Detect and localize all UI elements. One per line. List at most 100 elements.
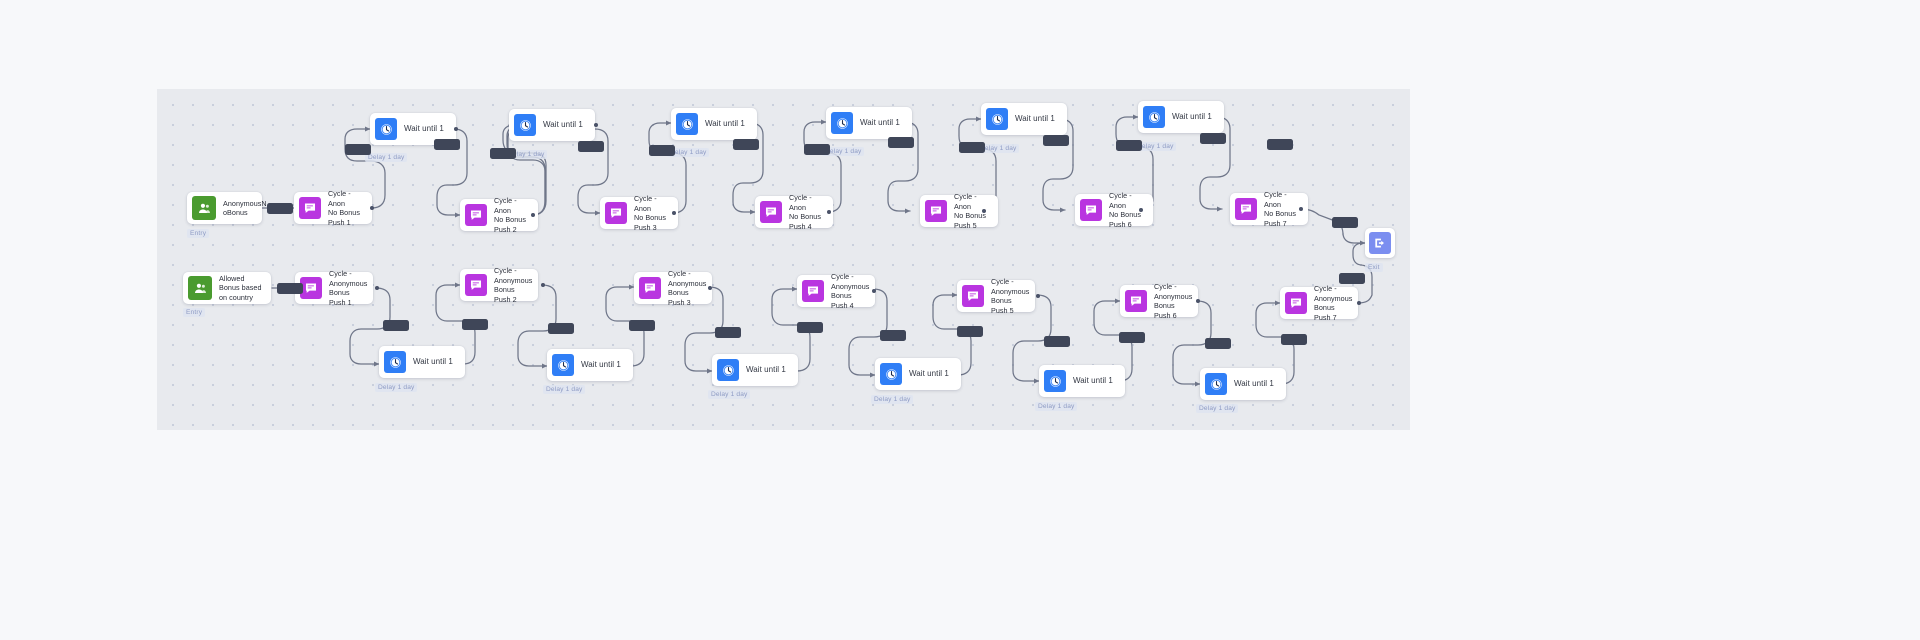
node-wait-top-4[interactable]: Wait until 1 xyxy=(826,107,912,139)
node-port[interactable] xyxy=(1196,299,1200,303)
node-label: Wait until 1 xyxy=(1172,111,1212,121)
edge-chip[interactable] xyxy=(383,320,409,331)
node-wait-bottom-3[interactable]: Wait until 1 xyxy=(712,354,798,386)
node-label: Cycle - Anon No Bonus Push 4 xyxy=(789,193,821,231)
node-label: Allowed Bonus based on country xyxy=(219,273,262,302)
node-port[interactable] xyxy=(1036,294,1040,298)
edge-chip[interactable] xyxy=(957,326,983,337)
audience-icon xyxy=(192,196,216,220)
node-port[interactable] xyxy=(827,210,831,214)
node-push-top-2[interactable]: Cycle - Anon No Bonus Push 2 xyxy=(460,196,538,234)
edge-chip[interactable] xyxy=(629,320,655,331)
edge-chip[interactable] xyxy=(715,327,741,338)
node-push-top-4[interactable]: Cycle - Anon No Bonus Push 4 xyxy=(755,193,833,231)
push-message-icon xyxy=(300,277,322,299)
exit-icon xyxy=(1369,232,1391,254)
edge-chip[interactable] xyxy=(434,139,460,150)
edge-chip[interactable] xyxy=(1267,139,1293,150)
node-port[interactable] xyxy=(454,127,458,131)
edge-chip[interactable] xyxy=(1200,133,1226,144)
edge-chip[interactable] xyxy=(649,145,675,156)
caption-exit: Exit xyxy=(1365,263,1383,272)
clock-icon xyxy=(880,363,902,385)
caption-delay-bottom-3: Delay 1 day xyxy=(708,390,751,399)
caption-delay-top-6: Delay 1 day xyxy=(1134,142,1177,151)
node-port[interactable] xyxy=(531,213,535,217)
node-push-bottom-5[interactable]: Cycle - Anonymous Bonus Push 5 xyxy=(957,277,1035,315)
node-label: Cycle - Anonymous Bonus Push 5 xyxy=(991,277,1030,315)
edge-chip[interactable] xyxy=(345,144,371,155)
node-wait-top-2[interactable]: Wait until 1 xyxy=(509,109,595,141)
edge-chip[interactable] xyxy=(797,322,823,333)
edge-chip[interactable] xyxy=(1339,273,1365,284)
edge-chip[interactable] xyxy=(1044,336,1070,347)
edge-chip[interactable] xyxy=(1119,332,1145,343)
node-wait-bottom-5[interactable]: Wait until 1 xyxy=(1039,365,1125,397)
edge-chip[interactable] xyxy=(1281,334,1307,345)
node-wait-bottom-2[interactable]: Wait until 1 xyxy=(547,349,633,381)
caption-delay-bottom-4: Delay 1 day xyxy=(871,395,914,404)
node-wait-bottom-6[interactable]: Wait until 1 xyxy=(1200,368,1286,400)
edge-chip[interactable] xyxy=(1116,140,1142,151)
node-port[interactable] xyxy=(672,211,676,215)
edge-chip[interactable] xyxy=(1205,338,1231,349)
audience-icon xyxy=(188,276,212,300)
node-wait-top-5[interactable]: Wait until 1 xyxy=(981,103,1067,135)
edge-chip[interactable] xyxy=(548,323,574,334)
node-port[interactable] xyxy=(982,209,986,213)
edge-chip[interactable] xyxy=(277,283,303,294)
edge-chip[interactable] xyxy=(880,330,906,341)
push-message-icon xyxy=(465,204,487,226)
node-push-bottom-7[interactable]: Cycle - Anonymous Bonus Push 7 xyxy=(1280,284,1358,322)
node-label: Cycle - Anonymous Bonus Push 1 xyxy=(329,269,368,307)
node-entry-bottom[interactable]: Allowed Bonus based on country xyxy=(183,272,271,304)
node-port[interactable] xyxy=(1357,301,1361,305)
node-label: Wait until 1 xyxy=(1073,375,1113,385)
clock-icon xyxy=(1044,370,1066,392)
node-push-bottom-6[interactable]: Cycle - Anonymous Bonus Push 6 xyxy=(1120,282,1198,320)
node-wait-top-6[interactable]: Wait until 1 xyxy=(1138,101,1224,133)
edge-chip[interactable] xyxy=(959,142,985,153)
clock-icon xyxy=(676,113,698,135)
node-wait-bottom-4[interactable]: Wait until 1 xyxy=(875,358,961,390)
node-port[interactable] xyxy=(541,283,545,287)
caption-delay-bottom-2: Delay 1 day xyxy=(543,385,586,394)
node-port[interactable] xyxy=(1299,207,1303,211)
workflow-canvas[interactable]: AnonymousN oBonus Entry Cycle - Anon No … xyxy=(157,89,1410,430)
node-push-bottom-1[interactable]: Cycle - Anonymous Bonus Push 1 xyxy=(295,269,373,307)
caption-delay-top-1: Delay 1 day xyxy=(365,153,408,162)
node-push-top-3[interactable]: Cycle - Anon No Bonus Push 3 xyxy=(600,194,678,232)
edge-chip[interactable] xyxy=(267,203,293,214)
node-label: Wait until 1 xyxy=(705,118,745,128)
edge-chip[interactable] xyxy=(804,144,830,155)
node-entry-top[interactable]: AnonymousN oBonus xyxy=(187,192,267,224)
caption-delay-top-2: Delay 1 day xyxy=(505,150,548,159)
node-push-top-5[interactable]: Cycle - Anon No Bonus Push 5 xyxy=(920,192,998,230)
node-label: Wait until 1 xyxy=(413,356,453,366)
node-port[interactable] xyxy=(370,206,374,210)
node-push-top-7[interactable]: Cycle - Anon No Bonus Push 7 xyxy=(1230,190,1308,228)
node-exit[interactable] xyxy=(1365,228,1395,258)
node-port[interactable] xyxy=(872,289,876,293)
push-message-icon xyxy=(639,277,661,299)
node-wait-top-3[interactable]: Wait until 1 xyxy=(671,108,757,140)
node-port[interactable] xyxy=(1139,208,1143,212)
node-port[interactable] xyxy=(375,286,379,290)
node-push-bottom-3[interactable]: Cycle - Anonymous Bonus Push 3 xyxy=(634,269,712,307)
node-wait-bottom-1[interactable]: Wait until 1 xyxy=(379,346,465,378)
node-port[interactable] xyxy=(708,286,712,290)
edge-chip[interactable] xyxy=(888,137,914,148)
edge-chip[interactable] xyxy=(578,141,604,152)
node-label: Cycle - Anonymous Bonus Push 6 xyxy=(1154,282,1193,320)
edge-chip[interactable] xyxy=(490,148,516,159)
edge-chip[interactable] xyxy=(1043,135,1069,146)
node-port[interactable] xyxy=(594,123,598,127)
edge-chip[interactable] xyxy=(462,319,488,330)
edge-chip[interactable] xyxy=(733,139,759,150)
node-push-bottom-2[interactable]: Cycle - Anonymous Bonus Push 2 xyxy=(460,266,538,304)
node-push-bottom-4[interactable]: Cycle - Anonymous Bonus Push 4 xyxy=(797,272,875,310)
node-label: Wait until 1 xyxy=(909,368,949,378)
edge-chip[interactable] xyxy=(1332,217,1358,228)
node-push-top-1[interactable]: Cycle - Anon No Bonus Push 1 xyxy=(294,189,372,227)
